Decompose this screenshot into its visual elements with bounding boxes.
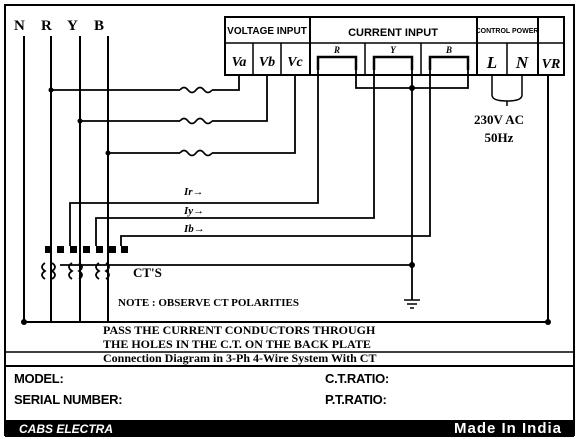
- current-label-ir: Ir→: [183, 186, 204, 198]
- terminal-va: Va: [232, 55, 247, 70]
- supply-voltage: 230V AC: [474, 112, 524, 127]
- terminal-vr: VR: [542, 57, 561, 72]
- phase-y-label: Y: [67, 18, 78, 34]
- current-label-iy: Iy→: [183, 205, 204, 217]
- voltage-wires: [51, 75, 296, 157]
- terminal-n: N: [515, 53, 529, 72]
- current-wires: [60, 70, 469, 300]
- supply-frequency: 50Hz: [485, 130, 514, 145]
- phase-r-label: R: [41, 18, 52, 34]
- ct-ratio-label: C.T.RATIO:: [325, 371, 389, 386]
- current-input-header: CURRENT INPUT: [348, 27, 438, 39]
- ct-terminals: [45, 246, 128, 253]
- current-junctions: [409, 85, 415, 268]
- phase-n-label: N: [14, 18, 25, 34]
- earth-icon: [404, 299, 420, 309]
- control-power-header: CONTROL POWER: [476, 28, 539, 35]
- instruction-line-2: THE HOLES IN THE C.T. ON THE BACK PLATE: [103, 337, 371, 351]
- terminal-r: R: [333, 45, 340, 55]
- terminal-vc: Vc: [287, 55, 303, 70]
- model-label: MODEL:: [14, 371, 64, 386]
- terminal-l: L: [486, 53, 497, 72]
- voltage-input-header: VOLTAGE INPUT: [227, 26, 307, 37]
- voltage-junctions: [48, 87, 111, 156]
- polarity-note: NOTE : OBSERVE CT POLARITIES: [118, 297, 299, 309]
- ct-coils: [41, 262, 110, 280]
- made-in-label: Made In India: [453, 420, 562, 437]
- terminal-vb: Vb: [259, 55, 275, 70]
- terminal-b: B: [445, 45, 452, 55]
- current-terminal-symbols: [316, 55, 470, 70]
- terminal-block: [224, 16, 565, 76]
- ct-label: CT'S: [133, 265, 162, 280]
- neutral-junctions: [21, 319, 551, 325]
- phase-b-label: B: [94, 18, 104, 34]
- instruction-line-1: PASS THE CURRENT CONDUCTORS THROUGH: [103, 323, 376, 337]
- diagram-title: Connection Diagram in 3-Ph 4-Wire System…: [103, 351, 376, 365]
- supply-brace: [491, 75, 523, 102]
- brand-name: CABS ELECTRA: [19, 422, 114, 436]
- current-label-ib: Ib→: [183, 223, 205, 235]
- footer-bar: CABS ELECTRA Made In India: [5, 420, 574, 437]
- terminal-y: Y: [390, 45, 397, 55]
- serial-number-label: SERIAL NUMBER:: [14, 392, 123, 407]
- pt-ratio-label: P.T.RATIO:: [325, 392, 387, 407]
